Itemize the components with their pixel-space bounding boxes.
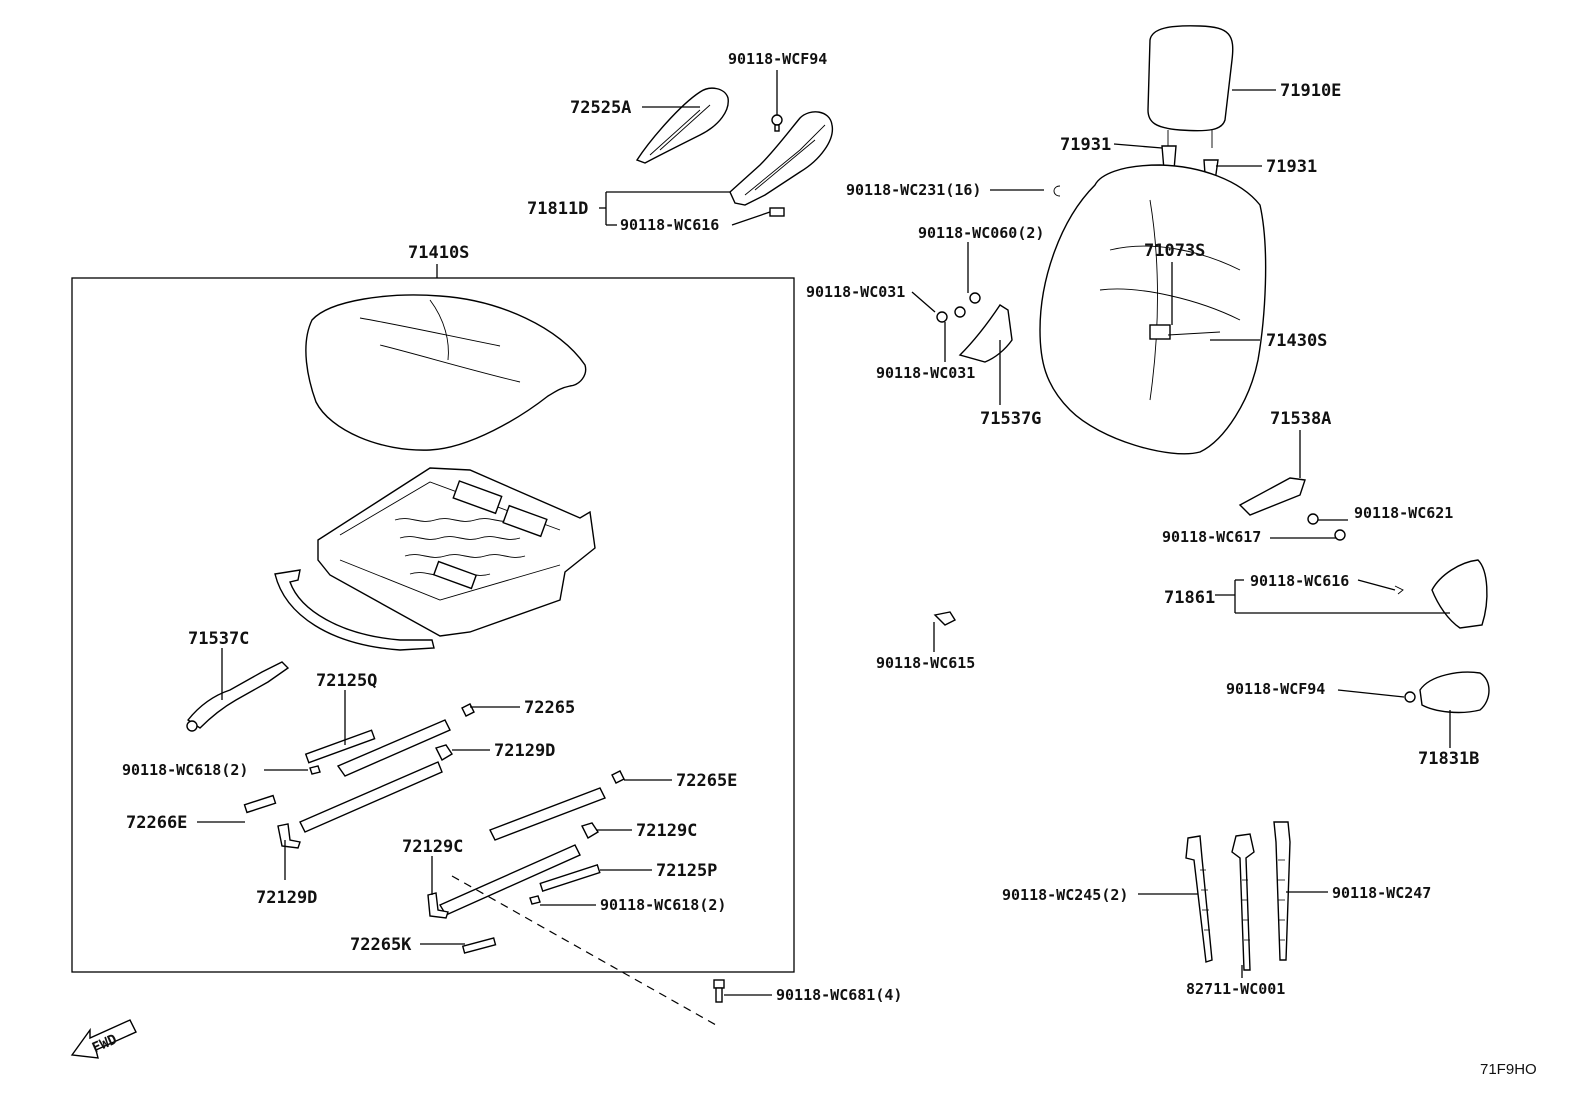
cable-71537C-drawing: [186, 661, 290, 732]
label-71410S: 71410S: [408, 243, 469, 263]
label-90118-WC681: 90118-WC681(4): [776, 986, 902, 1004]
label-71537G: 71537G: [980, 409, 1041, 429]
label-72265K: 72265K: [350, 935, 412, 955]
cover-71831B-drawing: [1404, 671, 1490, 714]
seatback-drawing: [1039, 164, 1267, 455]
label-72129C-a: 72129C: [402, 837, 463, 857]
label-71931-b: 71931: [1266, 157, 1317, 177]
bracket-71538A-drawing: [1238, 477, 1346, 541]
label-82711-WC001: 82711-WC001: [1186, 980, 1285, 998]
part-labels: 72525A 90118-WCF94 71811D 90118-WC616 71…: [122, 50, 1537, 1078]
label-90118-WCF94-top: 90118-WCF94: [728, 50, 827, 68]
label-90118-WC618-b: 90118-WC618(2): [600, 896, 726, 914]
bolts-wc031-wc060-drawing: [936, 292, 981, 323]
seat-cushion-group-box: [71, 277, 795, 973]
label-72129D-b: 72129D: [256, 888, 317, 908]
screw-top-drawing: [771, 114, 783, 132]
label-72265: 72265: [524, 698, 575, 718]
label-72125Q: 72125Q: [316, 671, 377, 691]
label-72129D-a: 72129D: [494, 741, 555, 761]
clip-wc231-drawing: [1053, 185, 1061, 197]
label-72266E: 72266E: [126, 813, 187, 833]
label-90118-WC616-top: 90118-WC616: [620, 216, 719, 234]
cover-71861-drawing: [1394, 559, 1488, 629]
label-90118-WC060: 90118-WC060(2): [918, 224, 1044, 242]
leader-lines: [197, 70, 1451, 996]
fwd-arrow: FWD: [70, 1019, 137, 1059]
label-71430S: 71430S: [1266, 331, 1327, 351]
label-71931-a: 71931: [1060, 135, 1111, 155]
headrest-71910E-drawing: [1147, 25, 1234, 148]
label-90118-WC031-b: 90118-WC031: [876, 364, 975, 382]
label-90118-WCF94-right: 90118-WCF94: [1226, 680, 1325, 698]
label-90118-WC617: 90118-WC617: [1162, 528, 1261, 546]
label-71861: 71861: [1164, 588, 1215, 608]
label-71811D: 71811D: [527, 199, 588, 219]
label-71073S: 71073S: [1144, 241, 1205, 261]
label-90118-WC245: 90118-WC245(2): [1002, 886, 1128, 904]
label-90118-WC031-a: 90118-WC031: [806, 283, 905, 301]
label-90118-WC616-right: 90118-WC616: [1250, 572, 1349, 590]
label-90118-WC621: 90118-WC621: [1354, 504, 1453, 522]
cover-71537G-drawing: [958, 304, 1013, 363]
label-71910E: 71910E: [1280, 81, 1341, 101]
clip-top-drawing: [769, 207, 785, 217]
bolt-90118-WC681-drawing: [713, 979, 725, 1003]
label-72129C-b: 72129C: [636, 821, 697, 841]
label-72525A: 72525A: [570, 98, 631, 118]
label-71537C: 71537C: [188, 629, 249, 649]
label-72265E: 72265E: [676, 771, 737, 791]
diagram-code: 71F9HO: [1480, 1061, 1537, 1078]
frame-71811D-drawing: [729, 111, 834, 206]
label-71538A: 71538A: [1270, 409, 1331, 429]
label-90118-WC247: 90118-WC247: [1332, 884, 1431, 902]
label-90118-WC615: 90118-WC615: [876, 654, 975, 672]
label-90118-WC618-a: 90118-WC618(2): [122, 761, 248, 779]
seat-cushion-pad-drawing: [305, 294, 587, 451]
cover-72525A-drawing: [635, 87, 729, 164]
label-72125P: 72125P: [656, 861, 717, 881]
label-90118-WC231: 90118-WC231(16): [846, 181, 981, 199]
cable-ties-drawing: [1185, 821, 1291, 971]
clip-wc615-drawing: [933, 611, 957, 626]
seat-frame-drawing: [274, 467, 596, 651]
label-71831B: 71831B: [1418, 749, 1479, 769]
seat-rails-drawing: [243, 703, 625, 954]
